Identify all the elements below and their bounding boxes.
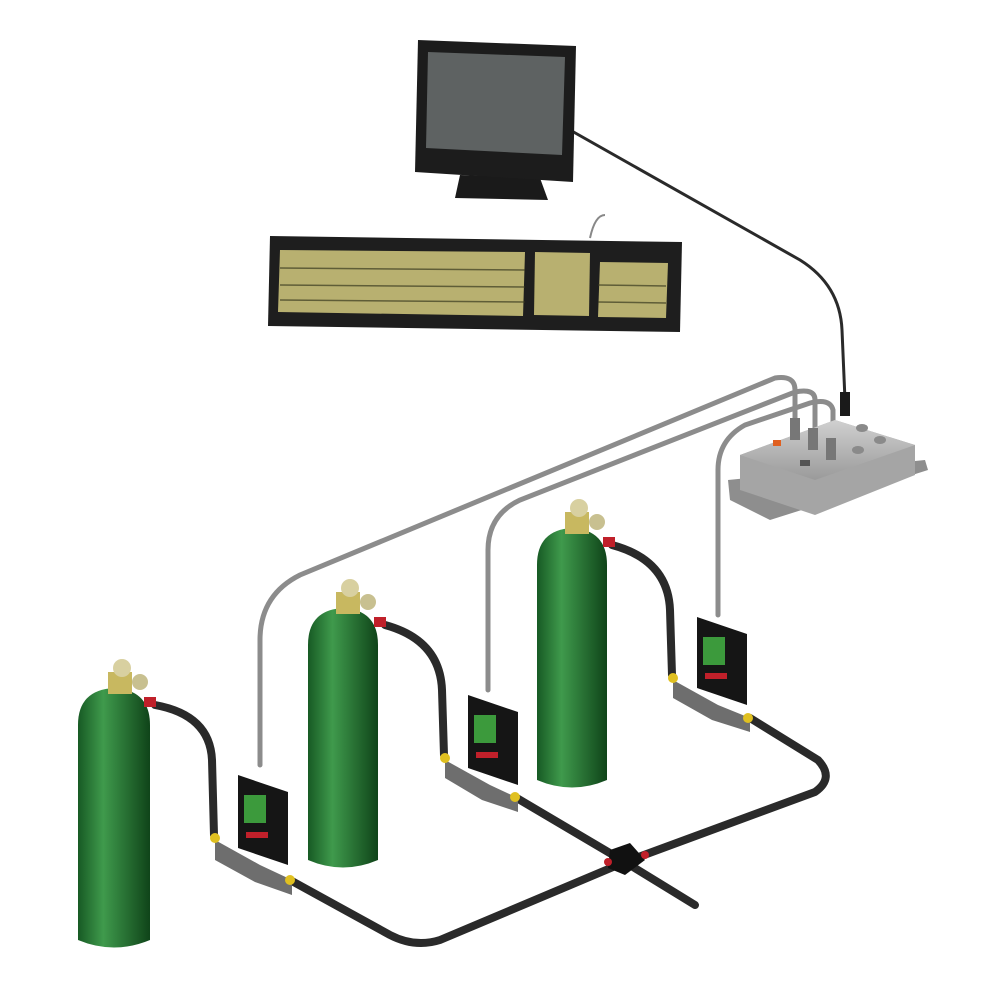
keyboard-nav-keys: [534, 252, 590, 316]
mass-flow-controller-2: [440, 695, 520, 812]
computer-monitor: [415, 40, 576, 200]
keyboard-main-keys: [278, 250, 525, 316]
keyboard: [268, 214, 682, 332]
gas-tubes: [151, 541, 830, 948]
cross-junction: [604, 843, 649, 875]
status-led: [773, 440, 781, 446]
mfc-display: [474, 715, 496, 743]
tube-cyl1-mfc1: [151, 701, 218, 839]
monitor-connector: [840, 392, 850, 416]
tube-cyl2-mfc2: [381, 621, 448, 759]
keyboard-cable: [589, 214, 606, 239]
monitor-stand: [455, 175, 548, 200]
mass-flow-controller-3: [668, 617, 753, 732]
gas-cylinder-1: [78, 659, 156, 948]
tube-outlet: [621, 858, 699, 909]
controller-box: [728, 392, 928, 520]
tube-mfc1-out: [286, 858, 629, 948]
tube-cyl3-mfc3: [608, 541, 676, 679]
regulator-valve: [336, 579, 386, 627]
keyboard-numpad: [598, 262, 668, 318]
signal-cable-mfc2: [485, 388, 818, 693]
monitor-cable: [568, 128, 847, 402]
tube-mfc3-out: [621, 714, 830, 866]
gas-cylinder-2: [308, 579, 386, 868]
gas-cylinder-3: [537, 499, 615, 788]
monitor-screen: [426, 52, 565, 155]
regulator-valve: [565, 499, 615, 547]
signal-cable-mfc3: [715, 399, 836, 618]
tube-mfc2-out: [511, 793, 629, 866]
signal-cables: [257, 128, 847, 768]
mass-flow-controller-1: [210, 775, 295, 895]
mfc-display: [703, 637, 725, 665]
mfc-display: [244, 795, 266, 823]
regulator-valve: [108, 659, 156, 707]
signal-cable-mfc1: [257, 375, 798, 768]
